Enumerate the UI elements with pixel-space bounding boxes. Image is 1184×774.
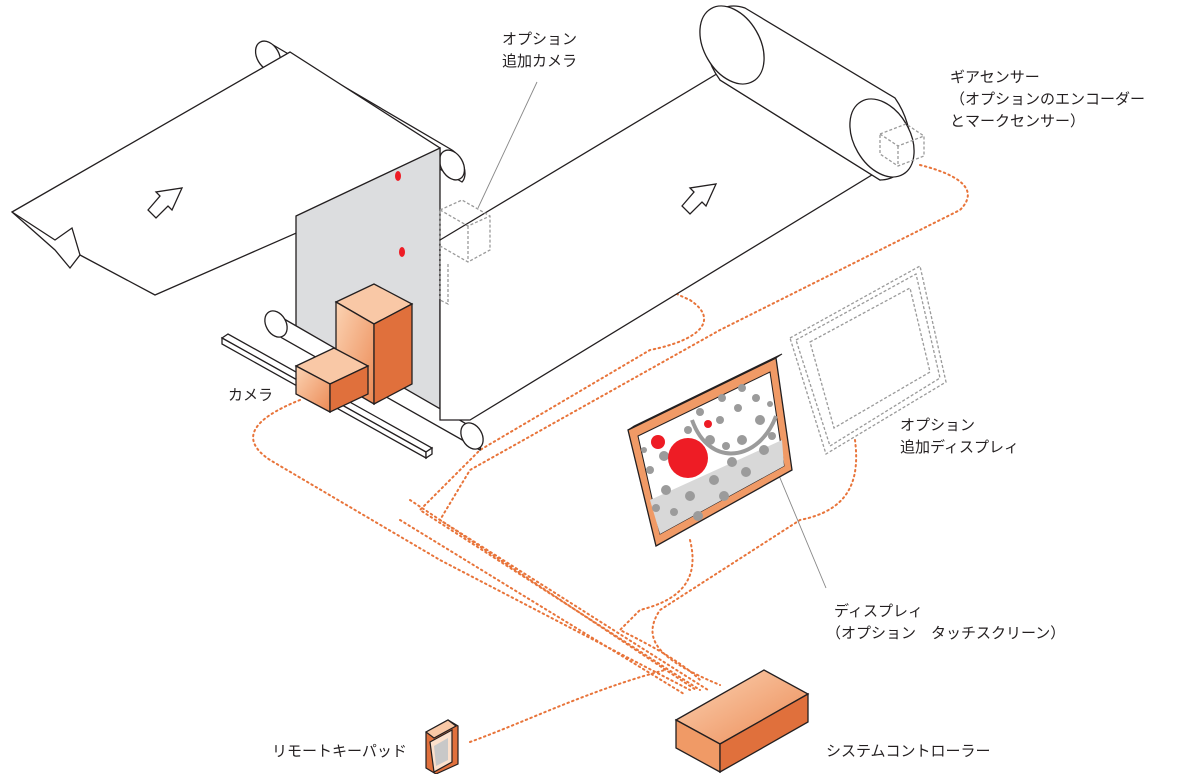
rewind-roller [699, 5, 915, 181]
optional-camera-label-line1: オプション [502, 30, 578, 48]
system-controller-label: システムコントローラー [826, 742, 991, 760]
web-sheet-right [439, 71, 882, 421]
gear-sensor-cable [438, 164, 969, 691]
camera-unit [294, 283, 414, 414]
gear-sensor-label-line1: ギアセンサー [950, 68, 1040, 86]
optional-display-label-line2: 追加ディスプレィ [900, 438, 1019, 456]
bundle-cable-1 [409, 499, 697, 691]
display-label-line1: ディスプレィ [834, 602, 923, 620]
direction-arrow-right-icon [681, 183, 718, 215]
gear-sensor-label-line3: とマークセンサー） [950, 112, 1086, 130]
optional-display-label-line1: オプション [900, 416, 976, 434]
gear-sensor-label: ギアセンサー （オプションのエンコーダー とマークセンサー） [950, 66, 1145, 132]
display-label: ディスプレィ （オプション タッチスクリーン） [826, 600, 1065, 644]
optional-display-cable [651, 439, 858, 686]
remote-keypad-cable [469, 669, 666, 743]
optional-camera-label-line2: 追加カメラ [502, 52, 578, 70]
system-controller [674, 669, 810, 774]
remote-keypad [424, 719, 459, 774]
display-unit [627, 353, 793, 547]
optional-display-label: オプション 追加ディスプレィ [900, 414, 1019, 458]
optional-camera-label: オプション 追加カメラ [502, 28, 577, 72]
camera-label: カメラ [228, 386, 274, 404]
display-cable [618, 539, 701, 681]
remote-keypad-label: リモートキーパッド [272, 742, 407, 760]
registration-mark [399, 247, 405, 257]
defect-spot-large [668, 438, 708, 478]
direction-arrow-left-icon [147, 187, 184, 219]
bundle-cable-2 [399, 519, 685, 695]
display-label-line2: （オプション タッチスクリーン） [826, 624, 1066, 642]
gear-sensor [879, 123, 925, 167]
web-sheet-left [10, 51, 441, 296]
registration-mark [395, 171, 401, 181]
cables [252, 164, 969, 743]
defect-spot-small [651, 435, 665, 449]
defect-spot-tiny [704, 420, 712, 428]
optional-display [789, 265, 947, 455]
camera-cable [252, 399, 691, 691]
sheet-tear [11, 211, 81, 256]
gear-sensor-label-line2: （オプションのエンコーダー [950, 90, 1146, 108]
optional-camera [439, 199, 491, 306]
